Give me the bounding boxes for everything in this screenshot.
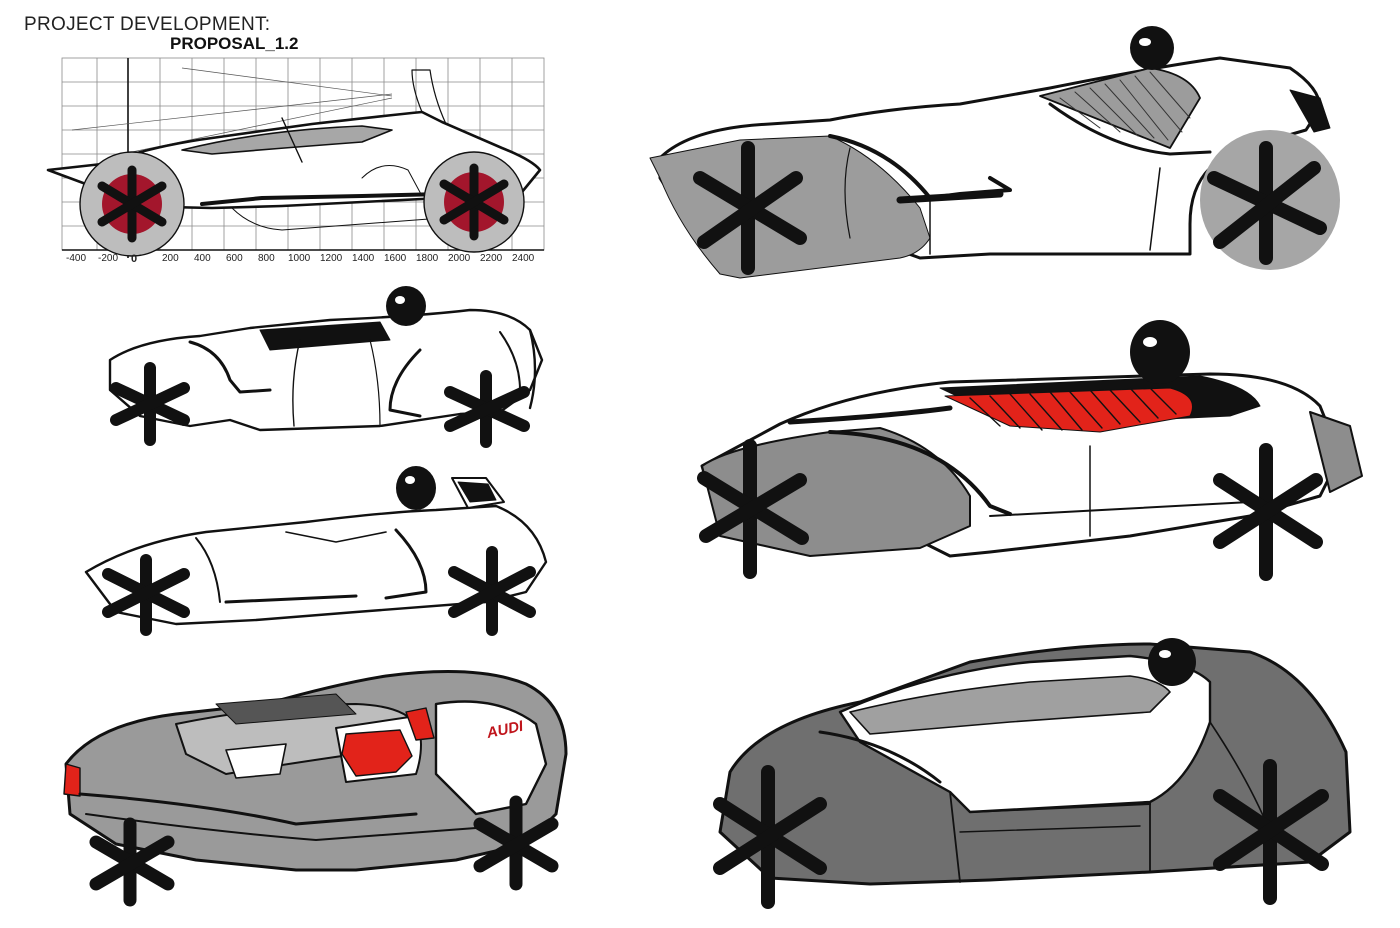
driver-helmet [1130, 320, 1190, 384]
grid-tick: 1600 [384, 253, 407, 264]
grid-tick: 2000 [448, 253, 471, 264]
proposal-label: PROPOSAL_1.2 [170, 34, 299, 53]
package-grid-drawing [46, 57, 545, 258]
driver-helmet [1130, 26, 1174, 70]
rear-wheel [1213, 443, 1323, 581]
rear-wheel [448, 546, 536, 636]
rear-wheel [1213, 759, 1329, 905]
grid-tick: -200 [98, 253, 119, 264]
grid-tick: 400 [194, 253, 211, 264]
grid-tick: -400 [66, 253, 87, 264]
car-sketch-top-right [649, 26, 1340, 279]
front-wheel [110, 362, 190, 446]
car-sketch-left-4: AUDI [63, 670, 568, 907]
front-wheel [102, 554, 190, 636]
grid-tick: 1000 [288, 253, 311, 264]
car-sketch-right-2 [697, 320, 1363, 581]
front-wheel [79, 151, 185, 257]
grid-tick: 800 [258, 253, 275, 264]
driver-helmet [1148, 638, 1196, 686]
front-wheel [697, 439, 809, 579]
page-title: PROJECT DEVELOPMENT: [24, 14, 271, 35]
driver-helmet [396, 466, 436, 510]
grid-tick: 1800 [416, 253, 439, 264]
front-wheel [713, 765, 827, 909]
grid-tick: 1400 [352, 253, 375, 264]
grid-tick: 1200 [320, 253, 343, 264]
grid-tick: 200 [162, 253, 179, 264]
rear-wheel [423, 151, 525, 253]
car-sketch-left-3 [84, 466, 548, 636]
car-sketch-left-2 [108, 286, 544, 448]
grid-tick: 2400 [512, 253, 535, 264]
grid-tick: 600 [226, 253, 243, 264]
front-wheel [693, 141, 807, 275]
driver-helmet [386, 286, 426, 326]
rear-wheel [444, 370, 530, 448]
rear-wheel [1200, 130, 1340, 270]
car-sketch-right-3 [713, 638, 1352, 909]
rear-wheel [473, 795, 559, 891]
front-wheel [89, 817, 175, 907]
grid-tick: 0 [131, 253, 138, 265]
grid-tick: 2200 [480, 253, 503, 264]
